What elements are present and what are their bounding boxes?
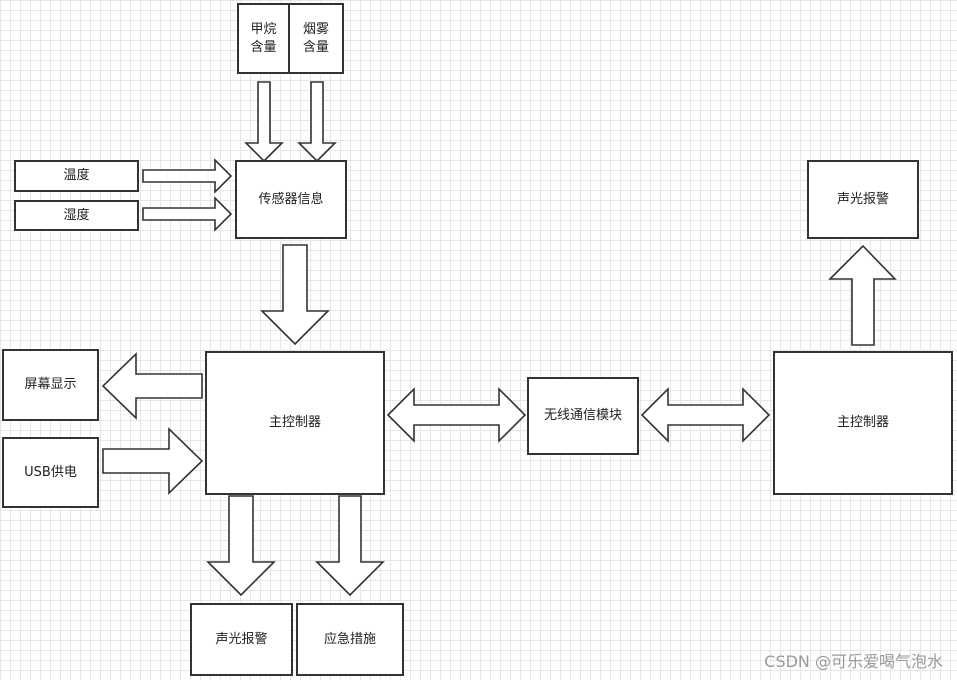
methane-content-label: 甲烷 含量 [250,21,277,55]
temperature-box: 温度 [14,160,139,192]
arrow-wireless-controller-bidirectional [640,387,771,443]
arrow-methane-to-sensor [244,81,284,163]
sensor-info-box: 传感器信息 [235,160,347,239]
alarm-bottom-box: 声光报警 [190,603,293,676]
humidity-label: 湿度 [63,207,90,223]
temperature-label: 温度 [63,168,90,183]
humidity-box: 湿度 [14,200,139,231]
sensor-info-label: 传感器信息 [258,191,324,207]
methane-content-box: 甲烷 含量 [237,3,290,74]
alarm-bottom-label: 声光报警 [215,631,268,647]
wireless-module-box: 无线通信模块 [527,377,639,455]
smoke-content-box: 烟雾 含量 [288,3,344,74]
arrow-controller-wireless-bidirectional [386,387,527,443]
watermark-text: CSDN @可乐爱喝气泡水 [764,652,943,671]
arrow-sensor-to-controller [260,244,330,346]
smoke-content-label: 烟雾 含量 [302,21,329,55]
usb-power-box: USB供电 [2,437,99,508]
emergency-measures-box: 应急措施 [296,603,404,676]
screen-display-box: 屏幕显示 [2,349,99,421]
emergency-measures-label: 应急措施 [323,631,376,647]
arrow-usb-to-controller [102,427,204,495]
arrow-controller-to-alarm-right [828,244,897,346]
main-controller-right-box: 主控制器 [773,351,953,495]
arrow-controller-to-emergency [315,495,385,597]
arrow-controller-to-alarm-bottom [206,495,276,597]
arrow-smoke-to-sensor [297,81,337,163]
wireless-module-label: 无线通信模块 [543,408,622,423]
alarm-right-label: 声光报警 [836,191,889,207]
arrow-temperature-to-sensor [142,158,233,194]
arrow-humidity-to-sensor [142,196,233,232]
main-controller-left-label: 主控制器 [268,415,321,430]
main-controller-left-box: 主控制器 [205,351,385,495]
alarm-right-box: 声光报警 [807,160,919,239]
main-controller-right-label: 主控制器 [836,415,889,430]
arrow-controller-to-screen [101,352,203,420]
usb-power-label: USB供电 [24,464,77,480]
screen-display-label: 屏幕显示 [24,377,77,392]
